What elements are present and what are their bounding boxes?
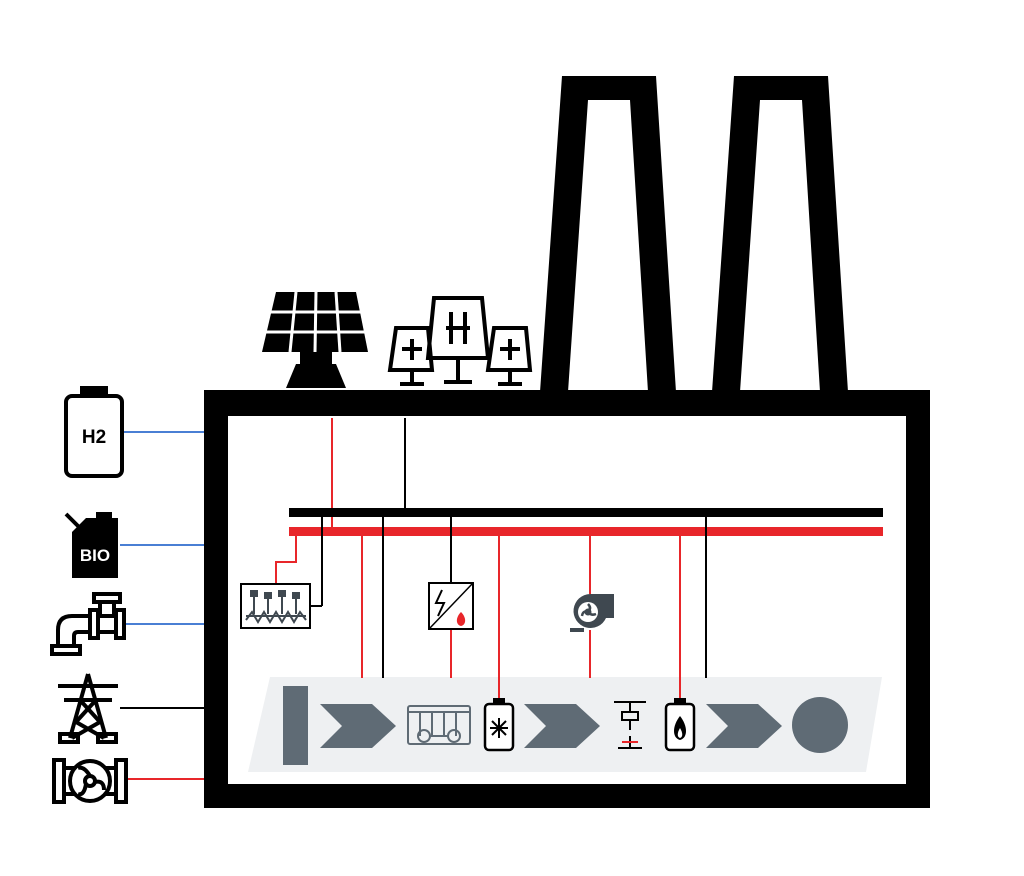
red-busbar [289,527,883,536]
hydrogen-label: H2 [82,427,106,448]
hydrogen-tank-icon: H2 [64,386,124,478]
process-chain [283,686,848,765]
heating-tank-icon [664,698,696,752]
process-arrow-icon [320,704,396,748]
press-tool-icon [614,701,646,749]
fan-blower-icon [570,594,614,632]
dryer-machine-icon [407,705,471,745]
heat-exchanger-icon [52,758,128,804]
power-pylon-icon [58,673,118,744]
supply-connectors [120,431,204,780]
internal-wiring [275,418,883,698]
process-arrow-icon [706,704,782,748]
cooling-tank-icon [483,698,515,752]
solar-thermal-panels-icon [387,296,533,386]
chimneys [540,76,848,392]
chp-engine-icon [240,583,311,629]
process-arrow-icon [524,704,600,748]
bio-label: BIO [80,546,110,565]
water-pipe-icon [50,592,126,656]
power-to-heat-icon [428,582,474,630]
bio-fuel-canister-icon: BIO [64,512,118,578]
chimney-left [540,76,676,392]
chimney-right [712,76,848,392]
solar-panel-icon [262,291,368,388]
black-busbar [289,508,883,517]
process-block-icon [283,686,308,765]
output-circle-icon [792,697,848,753]
